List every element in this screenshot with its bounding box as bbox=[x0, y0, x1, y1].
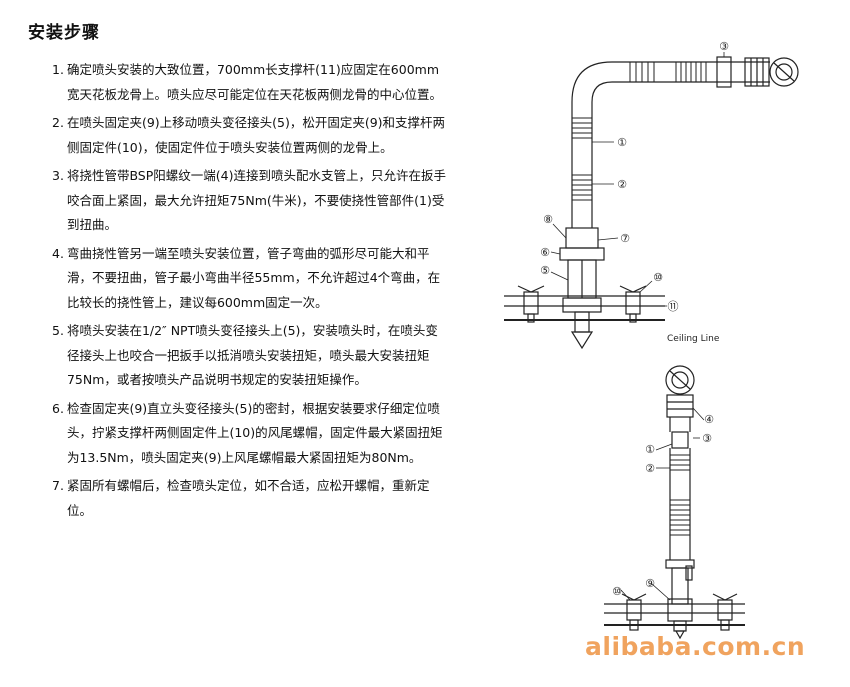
callout-10: ⑩ bbox=[653, 271, 663, 284]
step-text: 弯曲挠性管另一端至喷头安装位置，管子弯曲的弧形尽可能大和平滑，不要扭曲，管子最小… bbox=[66, 245, 441, 310]
step-text: 紧固所有螺帽后，检查喷头定位，如不合适，应松开螺帽，重新定位。 bbox=[66, 478, 430, 518]
step-text: 将喷头安装在1/2″ NPT喷头变径接头上(5)，安装喷头时，在喷头变径接头上也… bbox=[66, 323, 438, 387]
callout-3: ③ bbox=[719, 40, 729, 53]
step-number: 6. bbox=[52, 400, 64, 416]
callout-1: ① bbox=[645, 443, 655, 456]
callout-10: ⑩ bbox=[612, 585, 622, 598]
callout-4: ④ bbox=[704, 413, 714, 426]
step-item: 7.紧固所有螺帽后，检查喷头定位，如不合适，应松开螺帽，重新定位。 bbox=[52, 474, 447, 523]
step-number: 7. bbox=[52, 478, 64, 493]
callout-2: ② bbox=[617, 178, 627, 191]
top-assembly-diagram: ③ ① ② ⑧ ⑦ ⑥ ⑤ ⑩ ⑪ Ceiling Line bbox=[504, 40, 799, 350]
step-item: 6.检查固定夹(9)直立头变径接头(5)的密封，根据安装要求仔细定位喷头，拧紧支… bbox=[52, 397, 447, 471]
callout-9: ⑨ bbox=[645, 577, 655, 590]
step-item: 3.将挠性管带BSP阳螺纹一端(4)连接到喷头配水支管上，只允许在扳手咬合面上紧… bbox=[52, 164, 447, 238]
step-item: 5.将喷头安装在1/2″ NPT喷头变径接头上(5)，安装喷头时，在喷头变径接头… bbox=[52, 319, 447, 393]
callout-2: ② bbox=[645, 462, 655, 475]
step-number: 1. bbox=[52, 62, 64, 77]
step-number: 5. bbox=[52, 323, 64, 338]
callout-8: ⑧ bbox=[543, 213, 553, 226]
callout-3: ③ bbox=[702, 432, 712, 445]
install-steps-list: 1.确定喷头安装的大致位置，700mm长支撑杆(11)应固定在600mm宽天花板… bbox=[52, 58, 447, 527]
step-item: 2.在喷头固定夹(9)上移动喷头变径接头(5)，松开固定夹(9)和支撑杆两侧固定… bbox=[52, 111, 447, 160]
step-item: 1.确定喷头安装的大致位置，700mm长支撑杆(11)应固定在600mm宽天花板… bbox=[52, 58, 447, 107]
step-number: 2. bbox=[52, 115, 64, 130]
step-number: 4. bbox=[52, 245, 64, 261]
step-text: 确定喷头安装的大致位置，700mm长支撑杆(11)应固定在600mm宽天花板龙骨… bbox=[66, 62, 442, 102]
step-item: 4.弯曲挠性管另一端至喷头安装位置，管子弯曲的弧形尽可能大和平滑，不要扭曲，管子… bbox=[52, 242, 447, 316]
callout-6: ⑥ bbox=[540, 246, 550, 259]
step-number: 3. bbox=[52, 168, 64, 183]
callout-7: ⑦ bbox=[620, 232, 630, 245]
callout-11: ⑪ bbox=[668, 300, 679, 313]
bottom-assembly-diagram: ④ ① ③ ② ⑩ ⑨ bbox=[604, 365, 745, 640]
step-text: 检查固定夹(9)直立头变径接头(5)的密封，根据安装要求仔细定位喷头，拧紧支撑杆… bbox=[66, 400, 443, 465]
callout-1: ① bbox=[617, 136, 627, 149]
watermark-text: alibaba.com.cn bbox=[585, 632, 806, 661]
step-text: 将挠性管带BSP阳螺纹一端(4)连接到喷头配水支管上，只允许在扳手咬合面上紧固，… bbox=[66, 168, 446, 232]
step-text: 在喷头固定夹(9)上移动喷头变径接头(5)，松开固定夹(9)和支撑杆两侧固定件(… bbox=[66, 115, 446, 155]
page-title: 安装步骤 bbox=[28, 23, 100, 43]
callout-5: ⑤ bbox=[540, 264, 550, 277]
ceiling-line-label: Ceiling Line bbox=[667, 334, 720, 344]
